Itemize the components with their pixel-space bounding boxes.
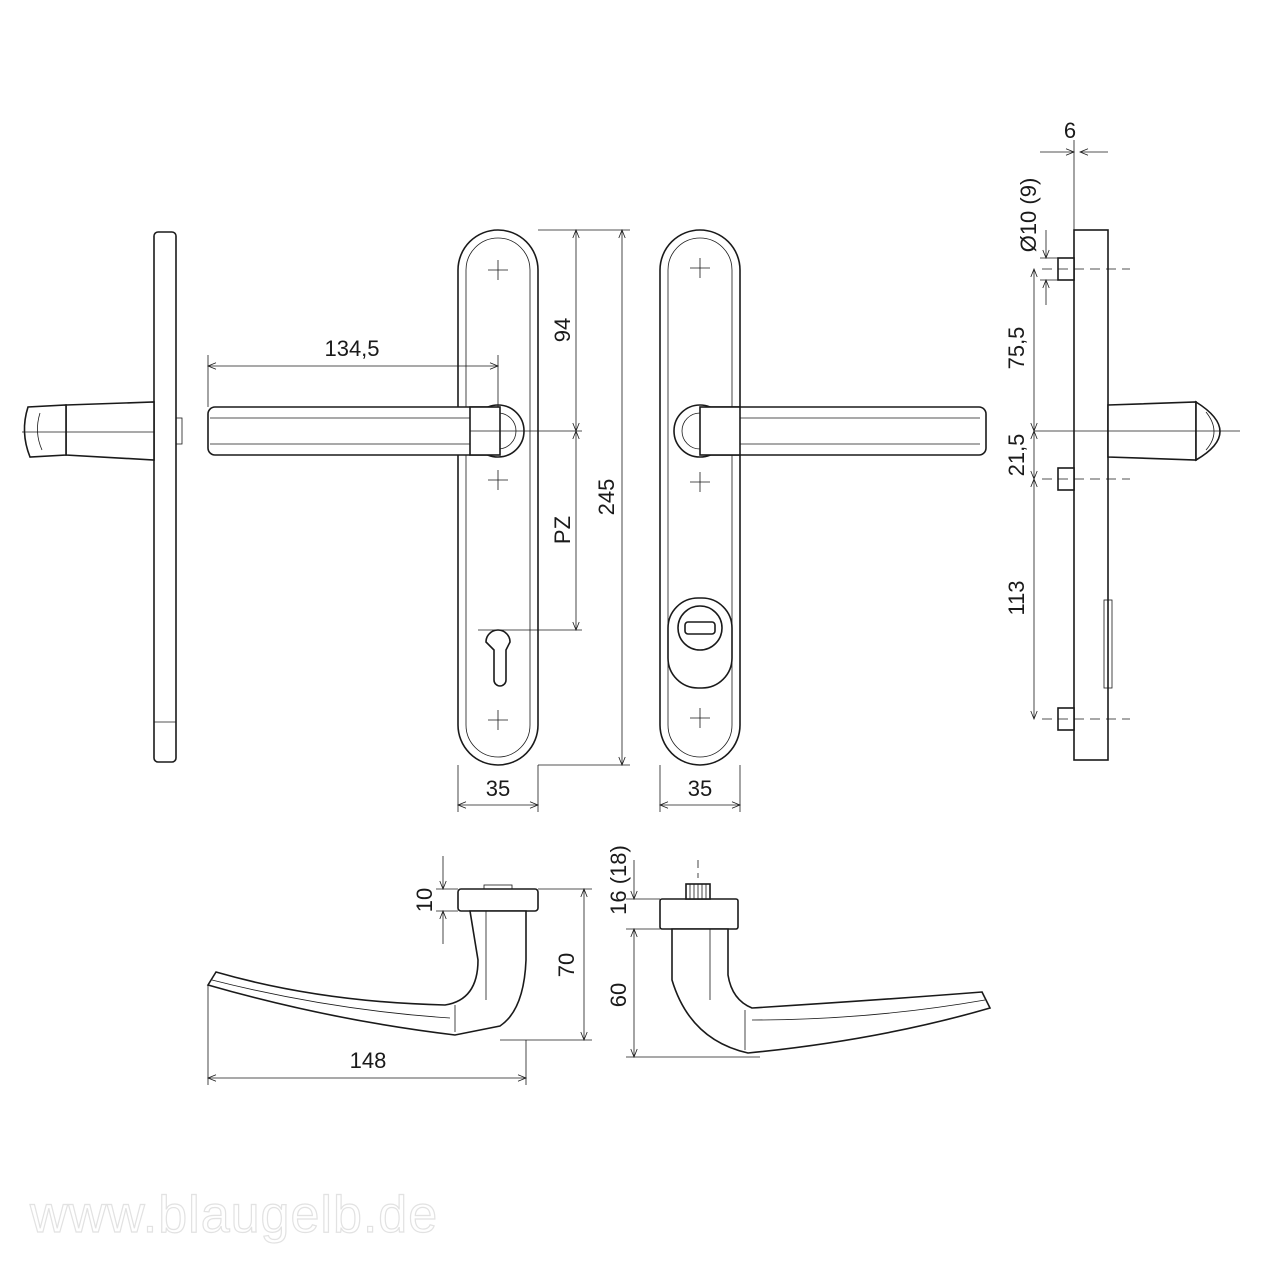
right-side-view (1034, 229, 1240, 761)
left-side-view (22, 231, 183, 763)
bottom-handle-inner (659, 860, 992, 1054)
dim-side-thickness: 6 (1064, 118, 1076, 143)
dim-side-113: 113 (1004, 580, 1029, 615)
dim-plate-width-right: 35 (688, 776, 712, 801)
front-view-outer (207, 229, 582, 766)
dim-plate-width-left: 35 (486, 776, 510, 801)
dim-lever-length: 134,5 (324, 336, 379, 361)
dim-side-75: 75,5 (1004, 327, 1029, 370)
dimension-lines (208, 140, 1108, 1085)
dim-handle-length: 148 (350, 1048, 387, 1073)
watermark: www.blaugelb.de (29, 1186, 438, 1244)
dim-rose-height-alt: 16 (18) (606, 845, 631, 915)
dim-pz: PZ (550, 516, 575, 544)
dim-upper-spacing: 94 (550, 318, 575, 342)
dim-bolt-diameter: Ø10 (9) (1016, 178, 1041, 253)
dim-handle-height-alt: 60 (606, 983, 631, 1007)
bottom-handle-outer (206, 884, 539, 1036)
dim-handle-height: 70 (554, 953, 579, 977)
dim-plate-length: 245 (594, 479, 619, 516)
dim-rose-height: 10 (412, 888, 437, 912)
dimension-labels: 134,5 94 PZ 245 35 35 6 Ø10 (9) 75,5 21,… (324, 118, 1076, 1073)
dim-side-21: 21,5 (1004, 434, 1029, 477)
front-view-inner (659, 229, 987, 766)
